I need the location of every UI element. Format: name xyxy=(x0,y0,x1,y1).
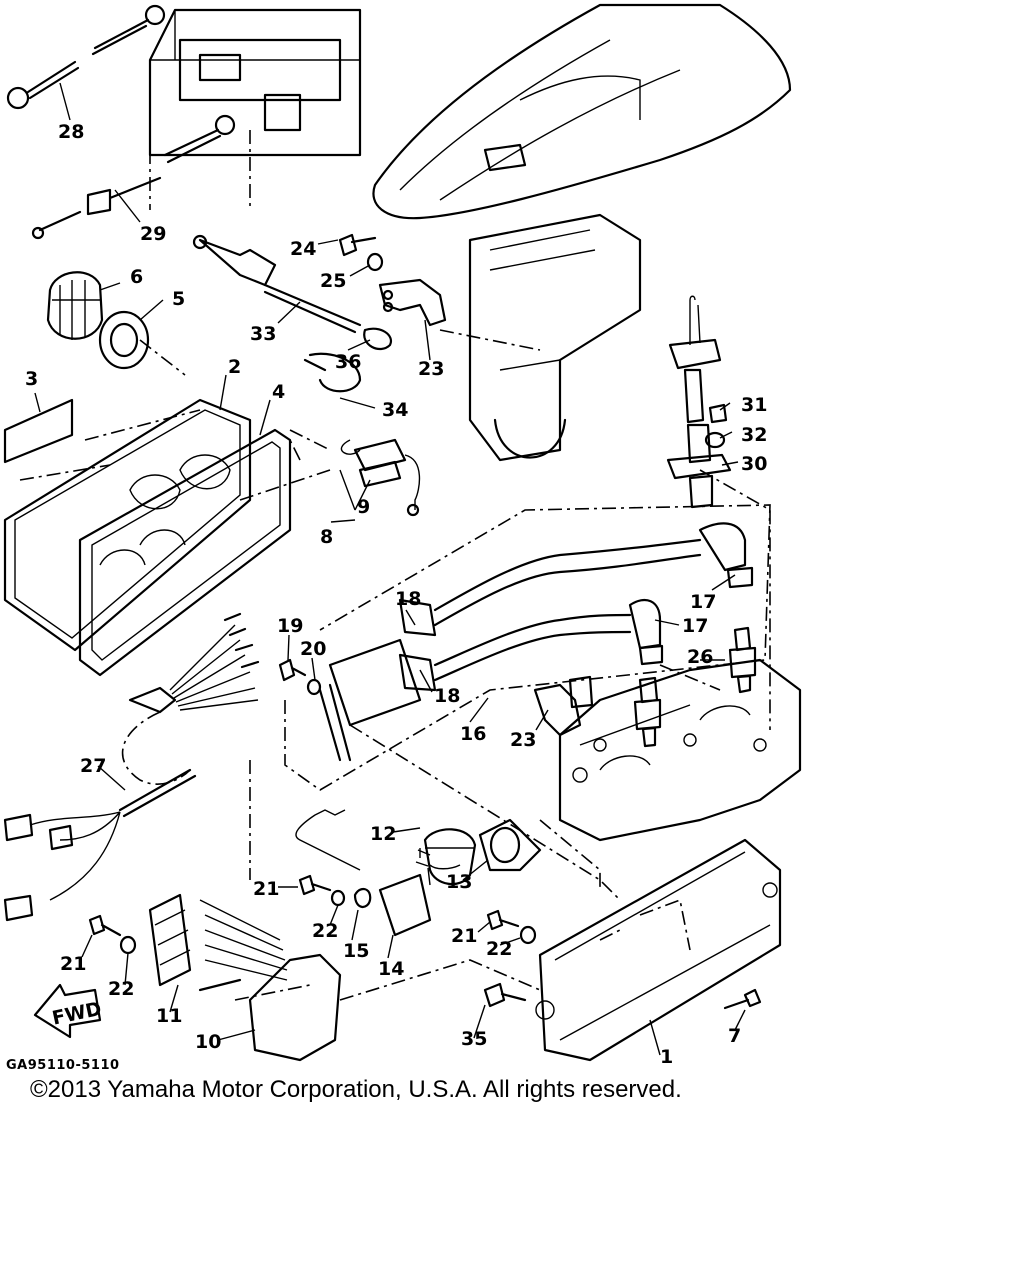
washer-22-b xyxy=(119,935,137,955)
callout-22-a: 22 xyxy=(312,920,338,942)
callout-5: 5 xyxy=(172,288,185,310)
fwd-label: FWD xyxy=(50,998,103,1030)
callout-17-upper: 17 xyxy=(690,591,716,613)
hv-lead-upper xyxy=(433,522,754,627)
callout-8: 8 xyxy=(320,526,333,548)
callout-19: 19 xyxy=(277,615,303,637)
wire-harness-27 xyxy=(3,612,260,922)
callout-2: 2 xyxy=(228,356,241,378)
cable-33 xyxy=(192,234,362,334)
callout-9: 9 xyxy=(357,496,370,518)
callout-labels: 28 29 24 25 6 5 33 36 23 34 3 2 4 9 8 31… xyxy=(25,121,767,1068)
callout-22-c: 22 xyxy=(486,938,512,960)
callout-3: 3 xyxy=(25,368,38,390)
callout-6: 6 xyxy=(130,266,143,288)
spark-plug-26 xyxy=(633,626,757,748)
washer-25 xyxy=(366,252,384,272)
cdi-box-10 xyxy=(248,953,342,1062)
callout-4: 4 xyxy=(272,381,285,403)
callout-25: 25 xyxy=(320,270,346,292)
callout-18-lower: 18 xyxy=(434,685,460,707)
fuse-holder-9 xyxy=(341,438,421,517)
clip-15 xyxy=(353,887,372,908)
callout-35: 35 xyxy=(461,1028,487,1050)
screw-21-b xyxy=(88,914,122,937)
callout-36: 36 xyxy=(335,351,361,373)
leader-lines xyxy=(34,82,746,1056)
holder-13 xyxy=(478,818,542,872)
callout-21-a: 21 xyxy=(253,878,279,900)
callout-1: 1 xyxy=(660,1046,673,1068)
watercraft-hull xyxy=(372,3,792,462)
callout-34: 34 xyxy=(382,399,408,421)
screw-21-a xyxy=(298,874,332,896)
callout-23: 23 xyxy=(418,358,444,380)
battery-cable-28 xyxy=(6,4,166,110)
callout-21-c: 21 xyxy=(451,925,477,947)
callout-32: 32 xyxy=(741,424,767,446)
callout-14: 14 xyxy=(378,958,404,980)
callout-21-b: 21 xyxy=(60,953,86,975)
bolt-35 xyxy=(483,982,527,1008)
callout-27: 27 xyxy=(80,755,106,777)
bracket-23 xyxy=(378,278,447,327)
parts-diagram: FWD 28 29 24 25 6 5 33 36 23 34 3 2 4 9 … xyxy=(3,3,802,1068)
callout-18-upper: 18 xyxy=(395,588,421,610)
callout-23-lower: 23 xyxy=(510,729,536,751)
clamp-34 xyxy=(303,352,362,393)
callout-16: 16 xyxy=(460,723,486,745)
callout-13: 13 xyxy=(446,871,472,893)
callout-17-lower: 17 xyxy=(682,615,708,637)
screw-21-c xyxy=(486,909,520,931)
callout-31: 31 xyxy=(741,394,767,416)
coil-box-16 xyxy=(284,504,771,791)
callout-15: 15 xyxy=(343,940,369,962)
callout-7: 7 xyxy=(728,1025,741,1047)
screw-24 xyxy=(338,233,377,257)
washer-32 xyxy=(704,431,726,449)
screw-31 xyxy=(708,403,728,424)
seal-5 xyxy=(98,310,150,370)
callout-10: 10 xyxy=(195,1031,221,1053)
callout-28: 28 xyxy=(58,121,84,143)
cap-6 xyxy=(46,271,104,340)
assembly-lines xyxy=(19,329,771,1001)
callout-26: 26 xyxy=(687,646,713,668)
callout-22-b: 22 xyxy=(108,978,134,1000)
figure-code: GA95110-5110 xyxy=(6,1058,120,1073)
callout-20: 20 xyxy=(300,638,326,660)
forward-arrow-icon: FWD xyxy=(33,983,103,1039)
copyright-notice: ©2013 Yamaha Motor Corporation, U.S.A. A… xyxy=(30,1076,682,1103)
screw-7 xyxy=(723,988,762,1010)
electric-box-1 xyxy=(535,838,782,1062)
decal-3 xyxy=(3,398,74,464)
sensor-30 xyxy=(666,295,732,509)
hv-lead-lower xyxy=(433,598,664,682)
battery-outline xyxy=(148,8,362,210)
bracket-23-lower xyxy=(533,683,582,737)
cylinder-head xyxy=(558,658,802,842)
screw-19 xyxy=(278,658,307,682)
ignition-coil xyxy=(318,598,437,762)
callout-30: 30 xyxy=(741,453,767,475)
gasket-4 xyxy=(78,428,292,677)
washer-22-a xyxy=(330,889,346,907)
cdi-unit-11 xyxy=(148,893,288,992)
relay-12 xyxy=(415,828,477,886)
rectifier-14 xyxy=(295,809,432,937)
grommet-36 xyxy=(363,327,393,351)
box-cover-2 xyxy=(3,398,252,652)
washer-20 xyxy=(306,678,322,696)
callout-33: 33 xyxy=(250,323,276,345)
callout-29: 29 xyxy=(140,223,166,245)
washer-22-c xyxy=(519,925,537,945)
callout-24: 24 xyxy=(290,238,316,260)
callout-12: 12 xyxy=(370,823,396,845)
callout-11: 11 xyxy=(156,1005,182,1027)
